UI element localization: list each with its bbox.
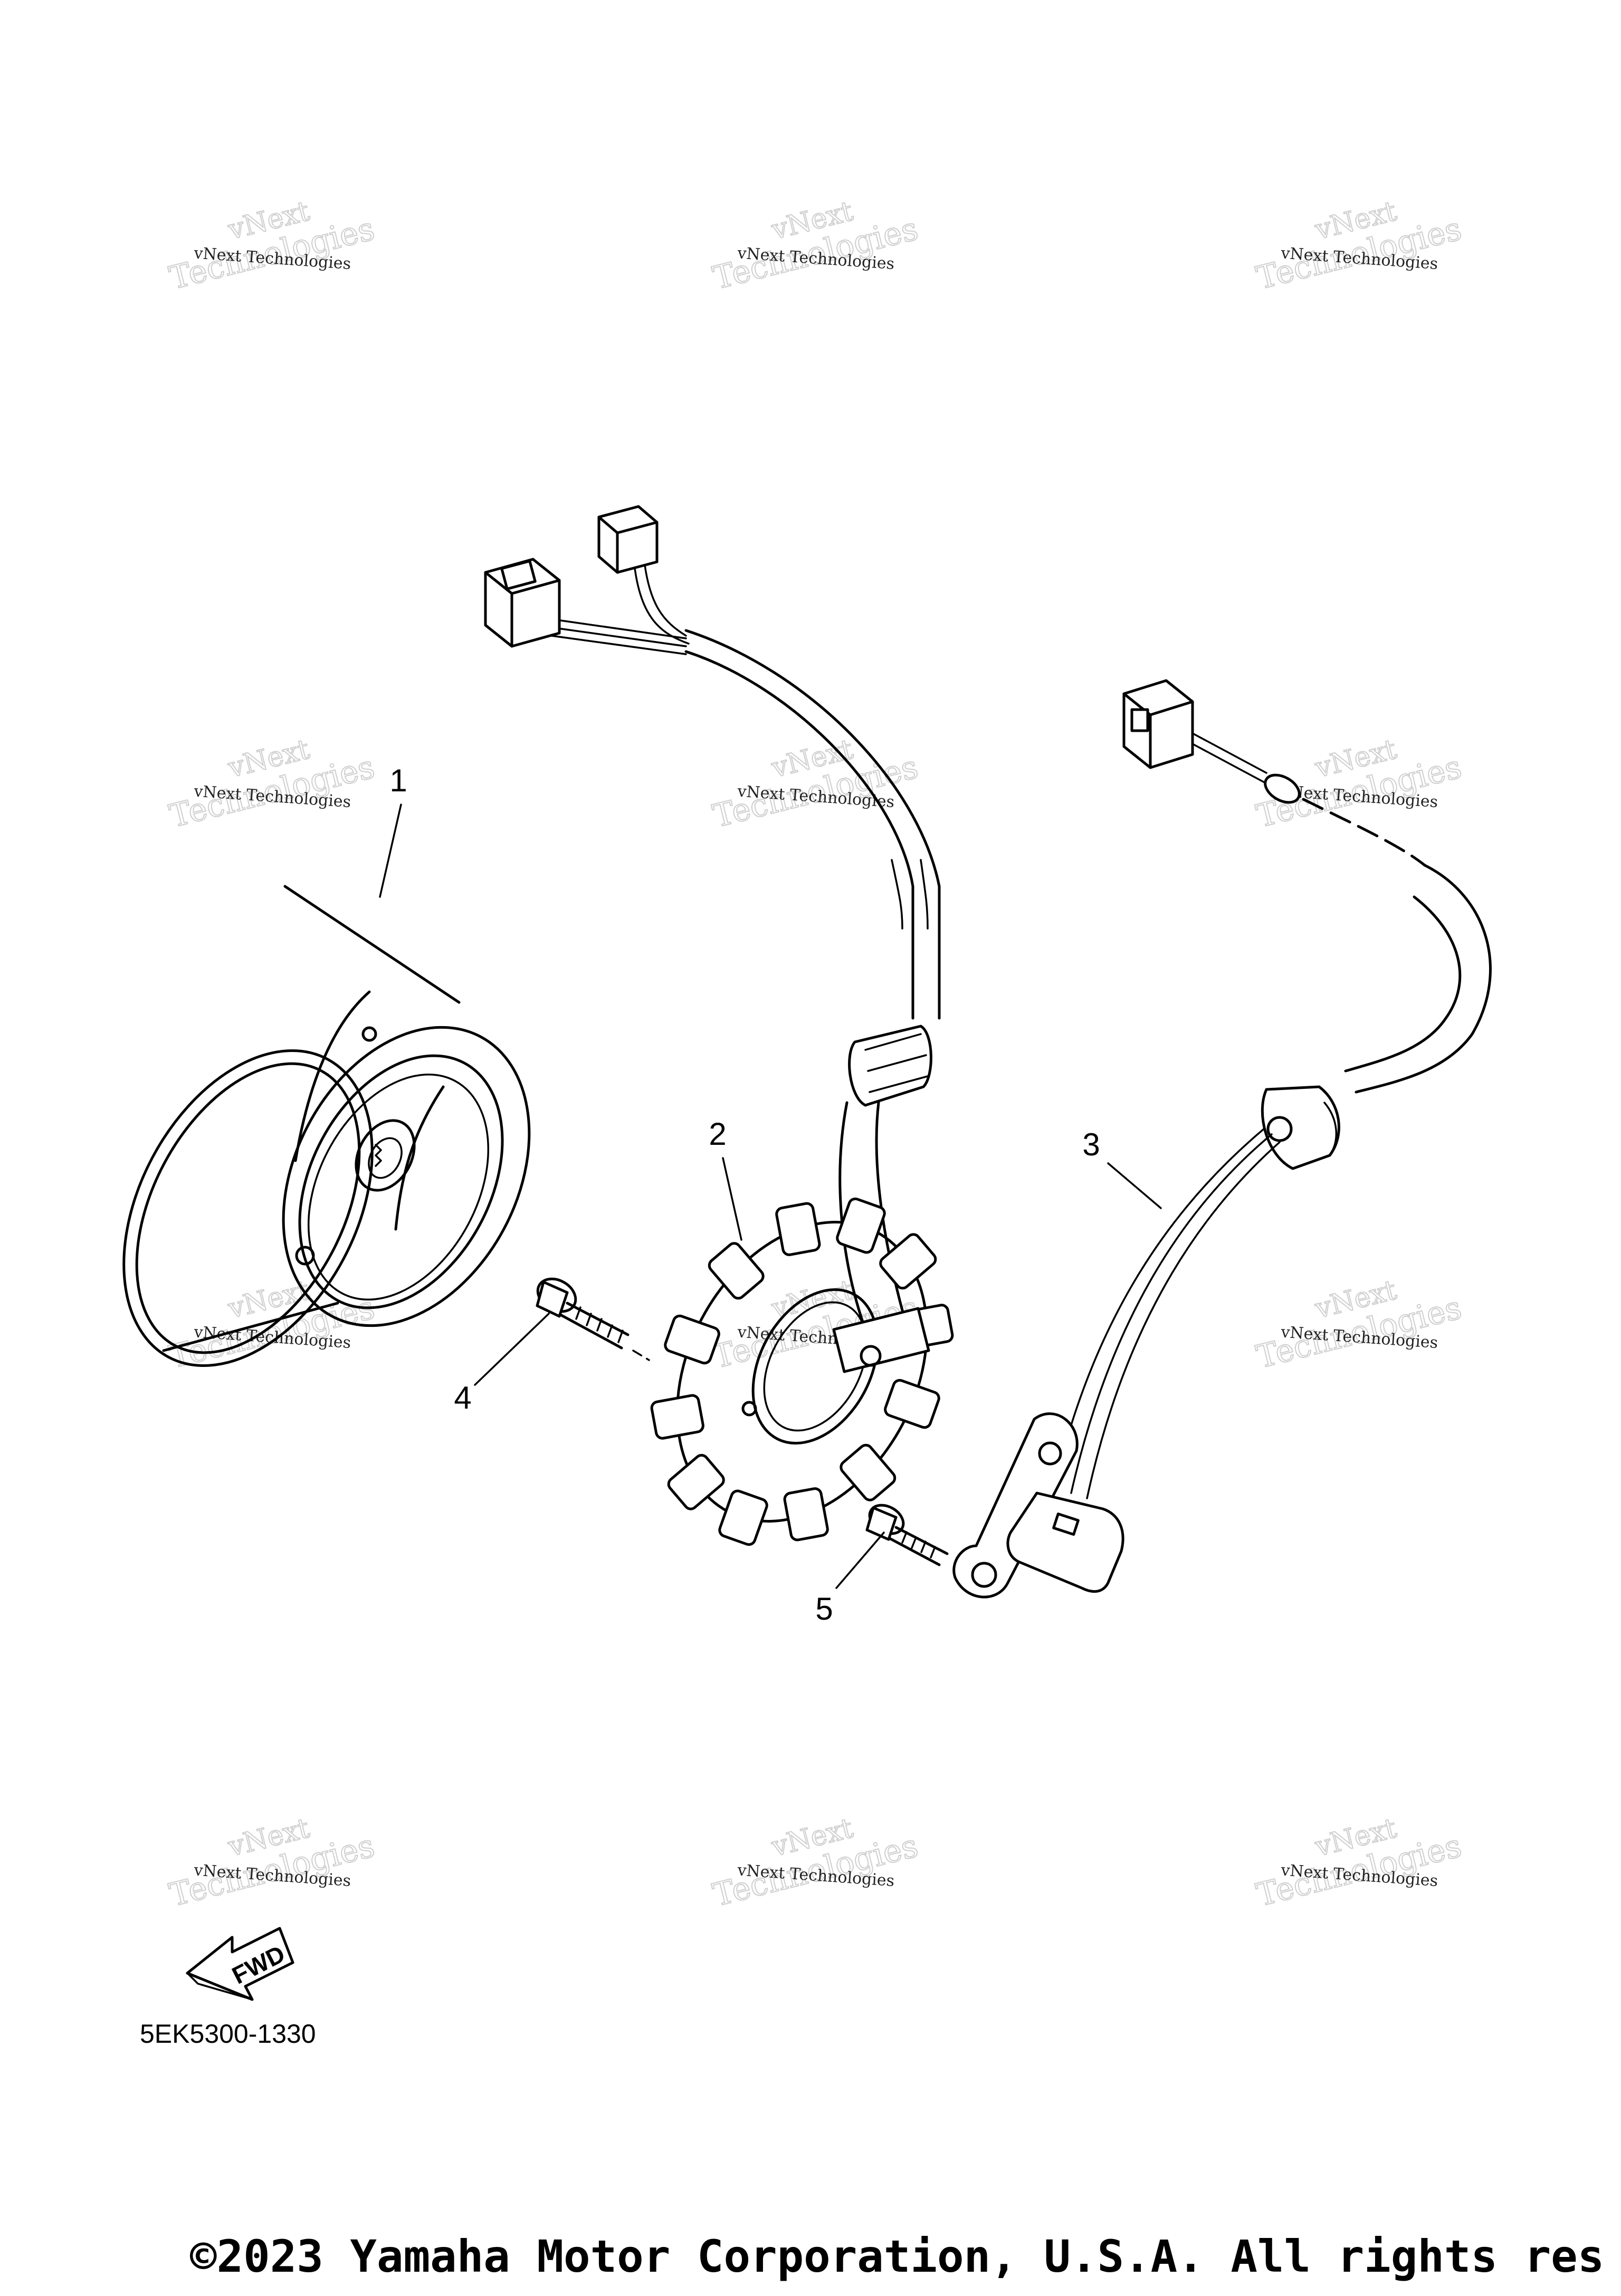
stator-assembly: [484, 505, 954, 1546]
stator-pole: [650, 1394, 704, 1440]
stator-pole: [879, 1233, 937, 1290]
copyright-notice: ©2023 Yamaha Motor Corporation, U.S.A. A…: [190, 2231, 1605, 2282]
stator-pole: [884, 1379, 940, 1429]
pickup-coil: [952, 679, 1492, 1599]
stator-poles: [650, 1197, 954, 1546]
callout-2: 2: [709, 1116, 726, 1152]
stator-pole: [664, 1314, 720, 1365]
stator-pole: [667, 1453, 725, 1510]
fwd-arrow-icon: FWD: [186, 1927, 294, 2001]
callout-3: 3: [1082, 1127, 1100, 1162]
callout-1: 1: [389, 763, 407, 798]
callout-4: 4: [454, 1380, 471, 1415]
callout-5: 5: [815, 1591, 833, 1627]
stator-pole: [840, 1443, 897, 1501]
stator-pole: [708, 1242, 765, 1300]
part-code: 5EK5300-1330: [140, 2019, 316, 2049]
bolt-part-4: [536, 1277, 650, 1361]
stator-pole: [718, 1489, 768, 1546]
callout-leaders: [379, 803, 1162, 1589]
stator-pole: [775, 1202, 821, 1256]
flywheel-rotor: [122, 885, 531, 1367]
bolt-part-5: [865, 1504, 949, 1566]
stator-pole: [783, 1487, 829, 1542]
stator-pole: [836, 1197, 886, 1254]
